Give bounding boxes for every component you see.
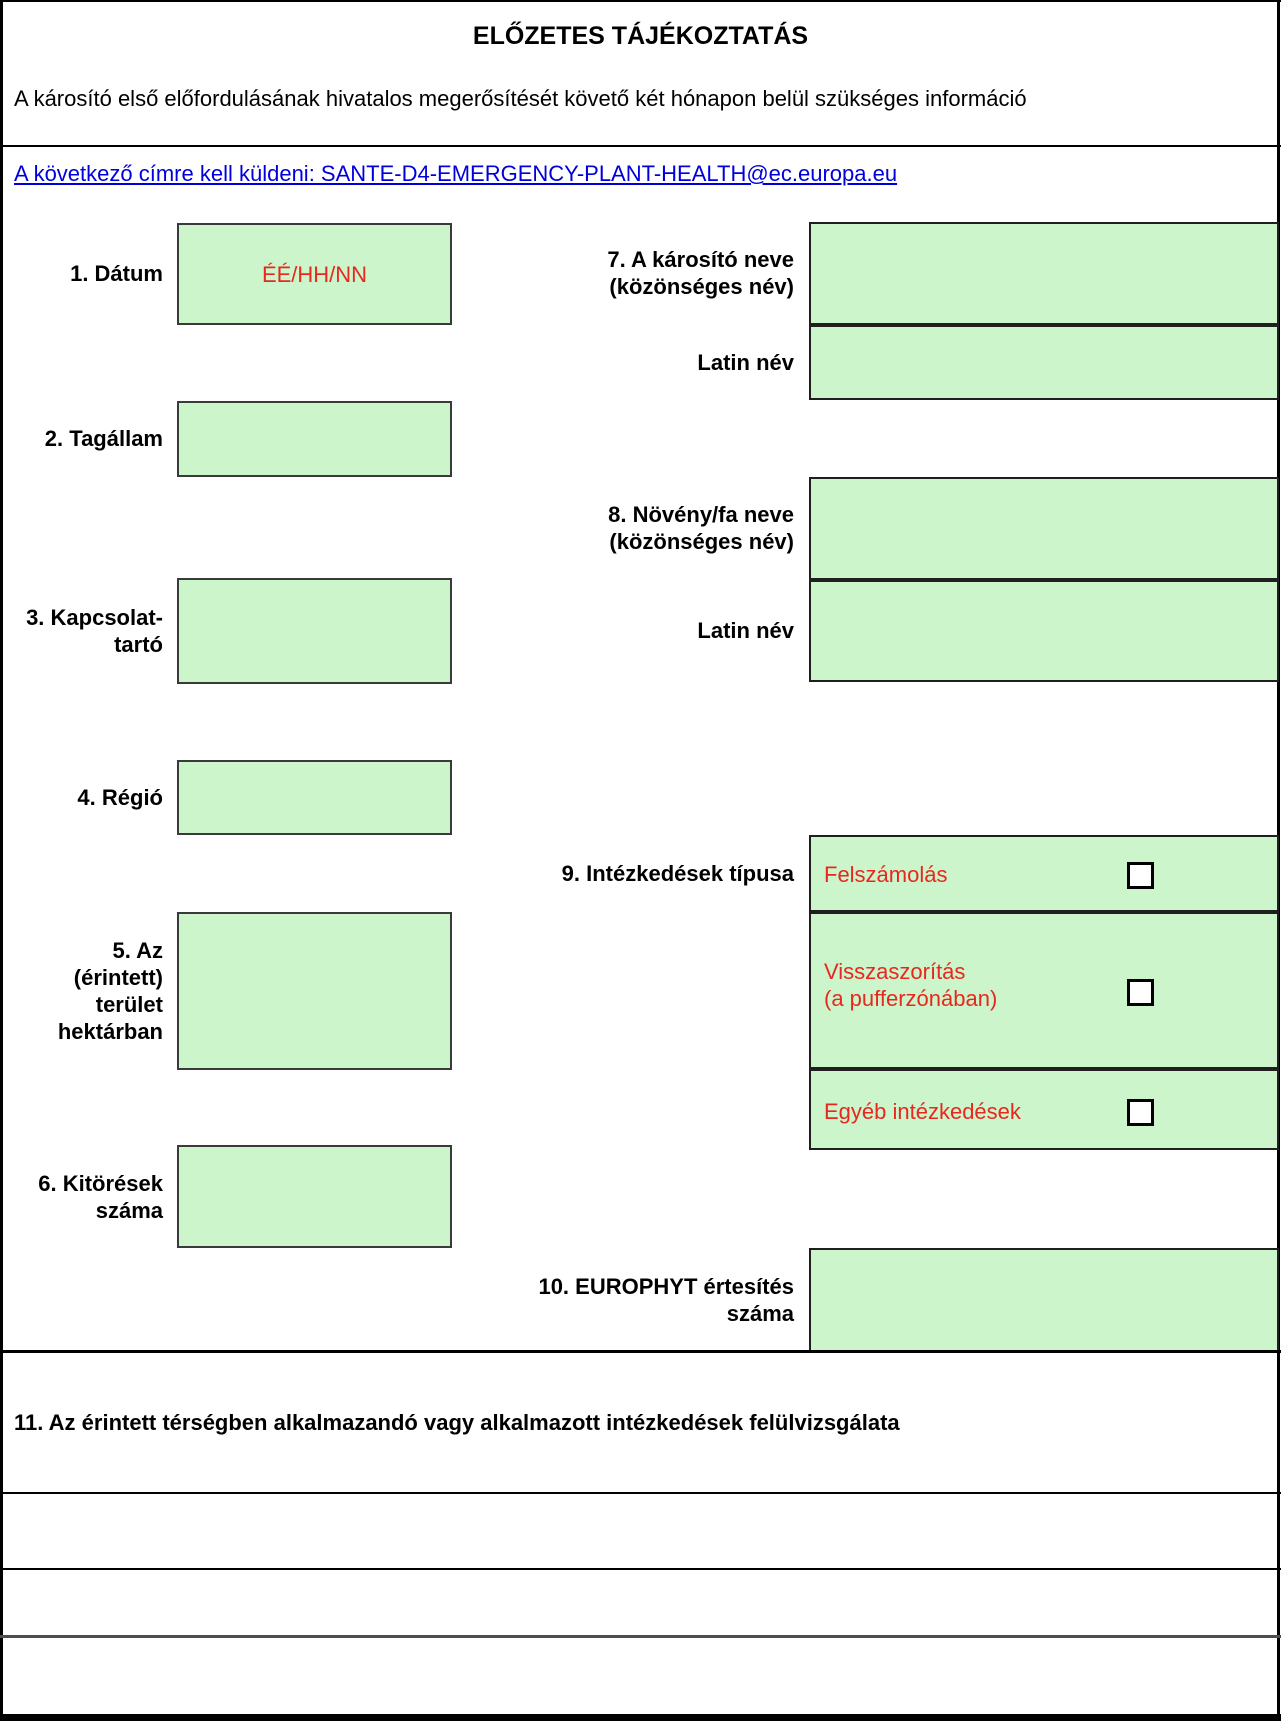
- pest-common-name-field[interactable]: [809, 222, 1279, 325]
- measure-containment-cell: [809, 912, 1279, 1069]
- measures-label: 9. Intézkedések típusa: [561, 861, 794, 886]
- europhyt-label-line1: 10. EUROPHYT értesítés: [538, 1274, 794, 1299]
- area-label-line3: terület: [95, 992, 163, 1017]
- contact-label-line2: tartó: [114, 632, 163, 657]
- date-field[interactable]: [177, 223, 452, 325]
- review-row-divider-2: [0, 1568, 1281, 1570]
- measure-containment-text: Visszaszorítás (a pufferzónában): [824, 958, 997, 1012]
- eradication-checkbox[interactable]: [1127, 862, 1154, 889]
- region-label: 4. Régió: [77, 785, 163, 810]
- review-row-divider-3: [0, 1635, 1281, 1638]
- measure-containment-line2: (a pufferzónában): [824, 986, 998, 1011]
- measure-eradication-text: Felszámolás: [824, 862, 948, 887]
- pest-latin-name-field[interactable]: [809, 325, 1279, 400]
- measure-containment-line1: Visszaszorítás: [824, 959, 966, 984]
- page-left-border: [0, 0, 3, 1721]
- area-label: 5. Az (érintett) terület hektárban: [0, 937, 163, 1045]
- plant-name-label-line2: (közönséges név): [609, 529, 794, 554]
- outbreaks-field[interactable]: [177, 1145, 452, 1248]
- plant-latin-label: Latin név: [697, 618, 794, 643]
- area-field[interactable]: [177, 912, 452, 1070]
- date-label: 1. Dátum: [70, 261, 163, 286]
- outbreaks-label: 6. Kitörések száma: [0, 1170, 163, 1224]
- europhyt-number-field[interactable]: [809, 1248, 1279, 1352]
- contact-label: 3. Kapcsolat- tartó: [0, 604, 163, 658]
- header-divider: [0, 145, 1281, 147]
- contact-field[interactable]: [177, 578, 452, 684]
- contact-label-line1: 3. Kapcsolat-: [26, 605, 163, 630]
- review-row-1[interactable]: [3, 1494, 1277, 1566]
- measure-eradication-cell: [809, 835, 1279, 912]
- page-top-border: [0, 0, 1281, 2]
- pest-name-label-line1: 7. A károsító neve: [607, 247, 794, 272]
- pest-name-label-line2: (közönséges név): [609, 274, 794, 299]
- section-divider: [0, 1350, 1281, 1353]
- date-placeholder: ÉÉ/HH/NN: [261, 262, 368, 287]
- review-row-2[interactable]: [3, 1570, 1277, 1633]
- area-label-line2: (érintett): [73, 965, 163, 990]
- review-row-divider-1: [0, 1492, 1281, 1494]
- page-title: ELŐZETES TÁJÉKOZTATÁS: [472, 22, 809, 50]
- region-field[interactable]: [177, 760, 452, 835]
- plant-latin-name-field[interactable]: [809, 580, 1279, 682]
- plant-name-label: 8. Növény/fa neve (közönséges név): [0, 501, 794, 555]
- review-heading: 11. Az érintett térségben alkalmazandó v…: [14, 1410, 900, 1435]
- member-state-field[interactable]: [177, 401, 452, 477]
- intro-text: A károsító első előfordulásának hivatalo…: [14, 86, 1027, 111]
- measure-other-cell: [809, 1069, 1279, 1150]
- plant-name-label-line1: 8. Növény/fa neve: [608, 502, 794, 527]
- containment-checkbox[interactable]: [1127, 979, 1154, 1006]
- member-state-label: 2. Tagállam: [44, 426, 163, 451]
- measure-other-text: Egyéb intézkedések: [824, 1099, 1021, 1124]
- other-measures-checkbox[interactable]: [1127, 1099, 1154, 1126]
- plant-common-name-field[interactable]: [809, 477, 1279, 580]
- page-bottom-border: [0, 1714, 1281, 1721]
- area-label-line1: 5. Az: [112, 938, 163, 963]
- pest-latin-label: Latin név: [697, 350, 794, 375]
- europhyt-label: 10. EUROPHYT értesítés száma: [0, 1273, 794, 1327]
- europhyt-label-line2: száma: [726, 1301, 794, 1326]
- outbreaks-label-line2: száma: [95, 1198, 163, 1223]
- area-label-line4: hektárban: [57, 1019, 163, 1044]
- send-to-email-link[interactable]: A következő címre kell küldeni: SANTE-D4…: [14, 161, 898, 186]
- review-row-3[interactable]: [3, 1638, 1277, 1712]
- outbreaks-label-line1: 6. Kitörések: [38, 1171, 163, 1196]
- pest-name-label: 7. A károsító neve (közönséges név): [0, 246, 794, 300]
